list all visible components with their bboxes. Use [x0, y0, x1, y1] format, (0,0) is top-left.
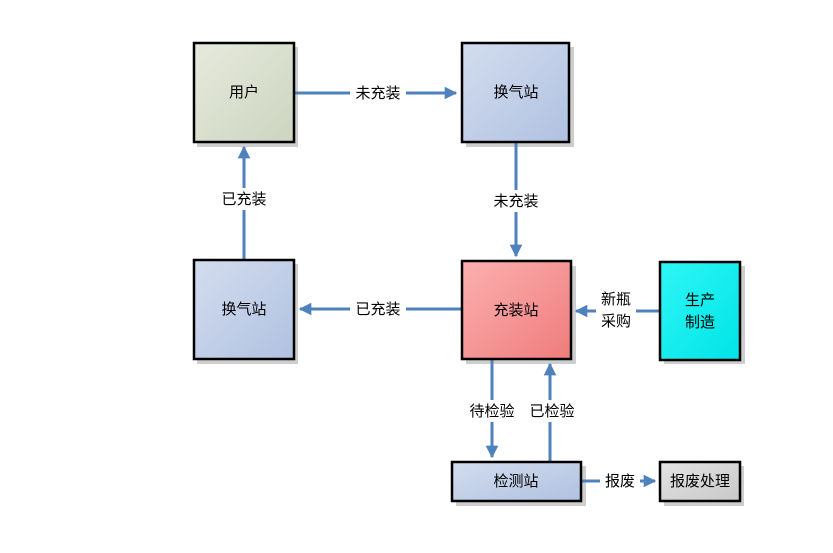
node-inspection-station-label: 检测站 [493, 472, 538, 490]
node-swap-station-top: 换气站 [460, 41, 571, 144]
edge-label-filling-to-swap: 已充装 [355, 300, 400, 318]
node-filling-station: 充装站 [460, 259, 573, 361]
edge-label-swap-to-user: 已充装 [221, 190, 266, 208]
node-swap-station-left-label: 换气站 [221, 300, 266, 318]
node-scrap-handling-label: 报废处理 [670, 472, 730, 490]
node-user: 用户 [192, 41, 296, 144]
edge-labels: 未充装 未充装 已充装 已充装 新瓶 采购 待检验 已检验 报废 [221, 84, 635, 490]
edge-label-backgrounds [216, 82, 640, 492]
edge-label-inspected: 已检验 [529, 402, 574, 420]
edge-label-user-to-swap: 未充装 [355, 84, 400, 102]
node-inspection-station: 检测站 [450, 460, 583, 503]
node-production: 生产 制造 [658, 260, 742, 362]
edge-label-scrap: 报废 [605, 472, 635, 490]
node-user-label: 用户 [229, 83, 259, 101]
edge-label-swap-to-filling: 未充装 [493, 192, 538, 210]
node-scrap-handling: 报废处理 [658, 460, 742, 503]
node-filling-station-label: 充装站 [493, 301, 538, 319]
edges [237, 86, 660, 488]
edge-label-new-bottle-line2: 采购 [601, 312, 631, 330]
node-production-label-line1: 生产 [685, 291, 715, 309]
edge-label-new-bottle-line1: 新瓶 [601, 290, 631, 308]
node-swap-station-left: 换气站 [192, 258, 296, 361]
node-swap-station-top-label: 换气站 [493, 83, 538, 101]
node-production-label-line2: 制造 [685, 313, 715, 331]
edge-label-to-inspect: 待检验 [469, 402, 514, 420]
